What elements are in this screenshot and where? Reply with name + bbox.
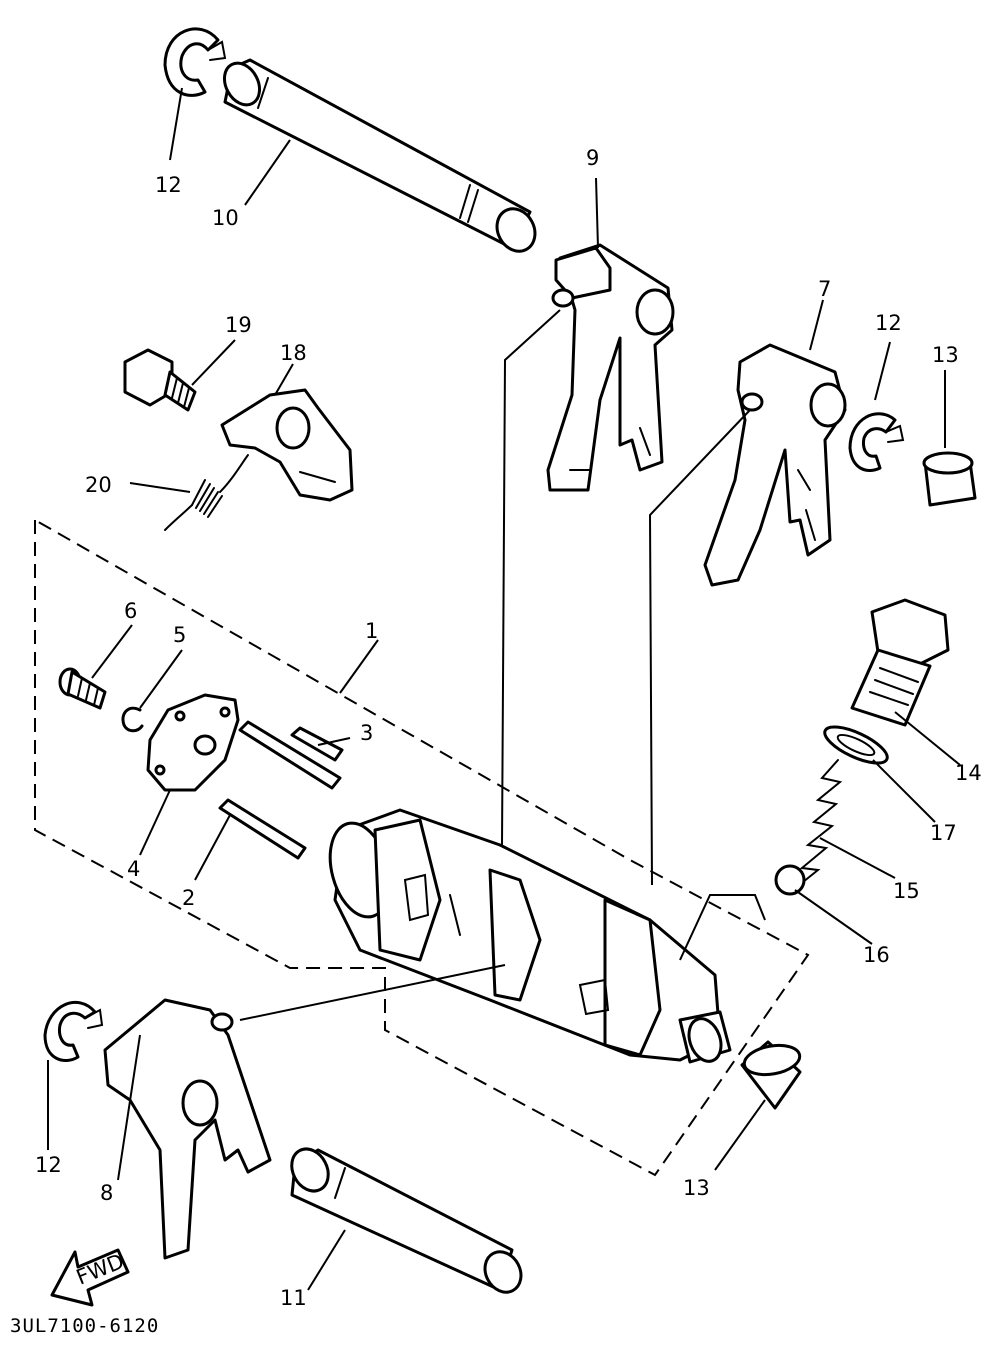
callout-1: 1 xyxy=(365,619,378,643)
washer-17 xyxy=(823,725,889,765)
callout-6: 6 xyxy=(124,599,137,623)
circlip-5 xyxy=(121,706,144,733)
circlip-top-left xyxy=(163,27,227,97)
callout-12-right: 12 xyxy=(875,311,902,335)
guide-bar-upper xyxy=(222,58,537,253)
callout-18: 18 xyxy=(280,341,307,365)
shift-fork-9 xyxy=(546,243,675,492)
callout-12-top-left: 12 xyxy=(155,173,182,197)
callout-17: 17 xyxy=(930,821,957,845)
callout-3: 3 xyxy=(360,721,373,745)
callout-7: 7 xyxy=(818,277,831,301)
callout-2: 2 xyxy=(182,886,195,910)
callout-9: 9 xyxy=(586,146,599,170)
bolt-19 xyxy=(123,348,197,412)
callout-12-bottom-left: 12 xyxy=(35,1153,62,1177)
shift-fork-8 xyxy=(103,998,272,1260)
callout-14: 14 xyxy=(955,761,982,785)
spring-20 xyxy=(164,454,249,531)
callout-11: 11 xyxy=(280,1286,307,1310)
callout-labels: 1 2 3 4 5 6 7 8 9 10 11 12 12 12 13 13 1… xyxy=(35,146,982,1310)
callout-19: 19 xyxy=(225,313,252,337)
shift-cam-assembly-boundary xyxy=(34,518,810,1177)
shift-cam xyxy=(328,808,732,1064)
callout-15: 15 xyxy=(893,879,920,903)
roller-bottom xyxy=(740,1040,802,1110)
callout-16: 16 xyxy=(863,943,890,967)
callout-10: 10 xyxy=(212,206,239,230)
pins-2 xyxy=(218,720,342,860)
circlip-right xyxy=(848,412,905,472)
guide-bar-lower xyxy=(290,1147,523,1294)
spring-15 xyxy=(797,759,843,887)
circlip-bottom-left xyxy=(43,1000,104,1062)
bolt-6 xyxy=(58,667,107,710)
callout-8: 8 xyxy=(100,1181,113,1205)
leader-lines xyxy=(47,87,961,1291)
callout-20: 20 xyxy=(85,473,112,497)
drawing-code: 3UL7100-6120 xyxy=(10,1315,159,1337)
stopper-lever-18 xyxy=(220,388,354,502)
shift-fork-7 xyxy=(703,343,847,587)
forward-direction-arrow: FWD xyxy=(50,1248,130,1307)
callout-13-right: 13 xyxy=(932,343,959,367)
callout-4: 4 xyxy=(127,857,140,881)
callout-5: 5 xyxy=(173,623,186,647)
ball-16 xyxy=(774,864,806,896)
callout-13-bottom: 13 xyxy=(683,1176,710,1200)
roller-right xyxy=(922,451,977,507)
plug-bolt-14 xyxy=(850,598,950,727)
segment-4 xyxy=(146,693,240,792)
pin-3 xyxy=(290,726,344,762)
